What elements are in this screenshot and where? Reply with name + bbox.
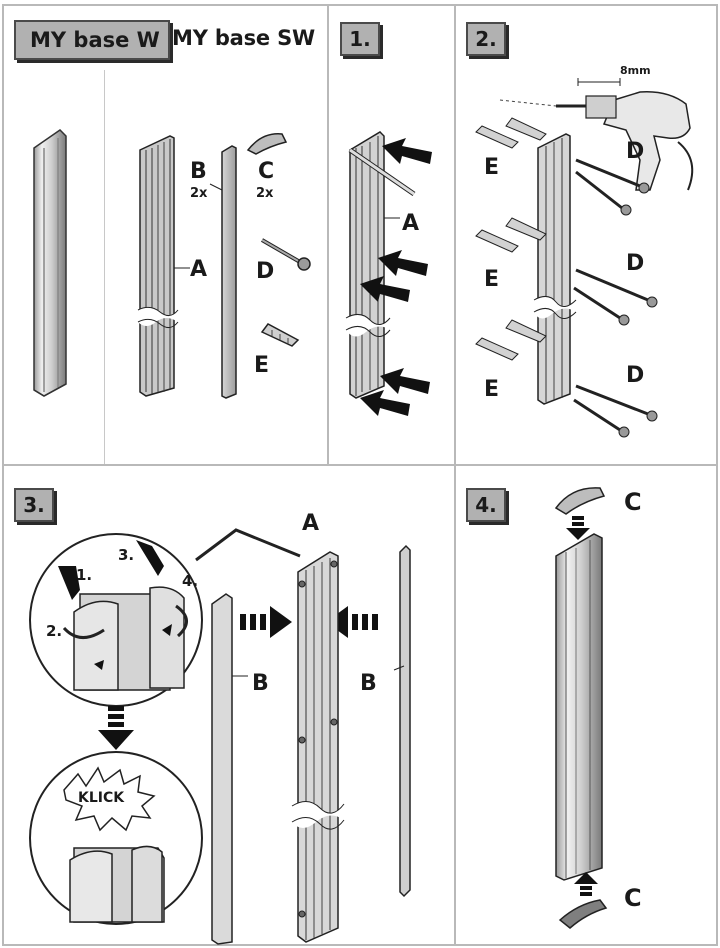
wall-plug-e	[260, 323, 300, 347]
step-4-badge: 4.	[466, 488, 506, 522]
parts-divider	[104, 70, 105, 464]
step2-label-d-top: D	[626, 139, 644, 164]
panel-step-1	[327, 4, 456, 466]
step2-fasteners-top	[475, 117, 650, 216]
step2-label-d-bot: D	[626, 363, 644, 388]
step2-label-d-mid: D	[626, 251, 644, 276]
label-b: B	[190, 159, 207, 184]
step4-arrow-down	[566, 516, 590, 540]
label-d: D	[256, 259, 274, 284]
substep-1-label: 1.	[76, 566, 92, 584]
step4-cap-bottom	[558, 899, 608, 929]
label-e: E	[254, 353, 269, 378]
step1-profile	[345, 131, 416, 399]
step1-label-a: A	[402, 211, 419, 236]
label-b-qty: 2x	[190, 186, 208, 201]
step1-arrows	[360, 138, 432, 416]
screw-d	[260, 238, 311, 271]
detail-circle-bottom	[29, 751, 203, 925]
bar-b-part	[221, 145, 237, 399]
model-title-secondary: MY base SW	[172, 26, 315, 50]
step4-label-c-bottom: C	[624, 884, 642, 912]
step4-cap-top	[554, 487, 606, 515]
label-c-qty: 2x	[256, 186, 274, 201]
step2-profile	[533, 133, 577, 405]
assembled-profile	[33, 129, 67, 397]
step-1-badge: 1.	[340, 22, 380, 56]
step3-label-b-left: B	[252, 671, 269, 696]
detail-circle-top	[29, 528, 301, 707]
label-c: C	[258, 159, 274, 184]
step-3-badge: 3.	[14, 488, 54, 522]
step2-fasteners-bottom	[475, 319, 658, 438]
drill-size-label: 8mm	[620, 64, 651, 77]
step2-label-e-bot: E	[484, 377, 499, 402]
substep-2-label: 2.	[46, 622, 62, 640]
step4-profile	[555, 533, 603, 881]
step2-label-e-top: E	[484, 155, 499, 180]
detail-arrows	[58, 540, 172, 670]
step3-label-b-right: B	[360, 671, 377, 696]
power-drill	[556, 78, 694, 191]
substep-3-label: 3.	[118, 546, 134, 564]
down-arrow	[98, 706, 134, 750]
step3-bar-b-left	[211, 593, 233, 945]
step2-label-e-mid: E	[484, 267, 499, 292]
step4-label-c-top: C	[624, 488, 642, 516]
step2-fasteners-middle	[475, 217, 658, 326]
model-title-badge: MY base W	[14, 20, 170, 60]
step-2-badge: 2.	[466, 22, 506, 56]
klick-label: KLICK	[78, 790, 125, 806]
step3-bar-b-right	[399, 544, 411, 898]
profile-a-part	[137, 135, 179, 397]
step3-label-a: A	[302, 511, 319, 536]
end-cap-c	[246, 133, 288, 155]
step4-arrow-up	[574, 872, 598, 896]
label-a: A	[190, 257, 207, 282]
step3-profile-a	[291, 551, 345, 943]
substep-4-label: 4.	[182, 572, 198, 590]
